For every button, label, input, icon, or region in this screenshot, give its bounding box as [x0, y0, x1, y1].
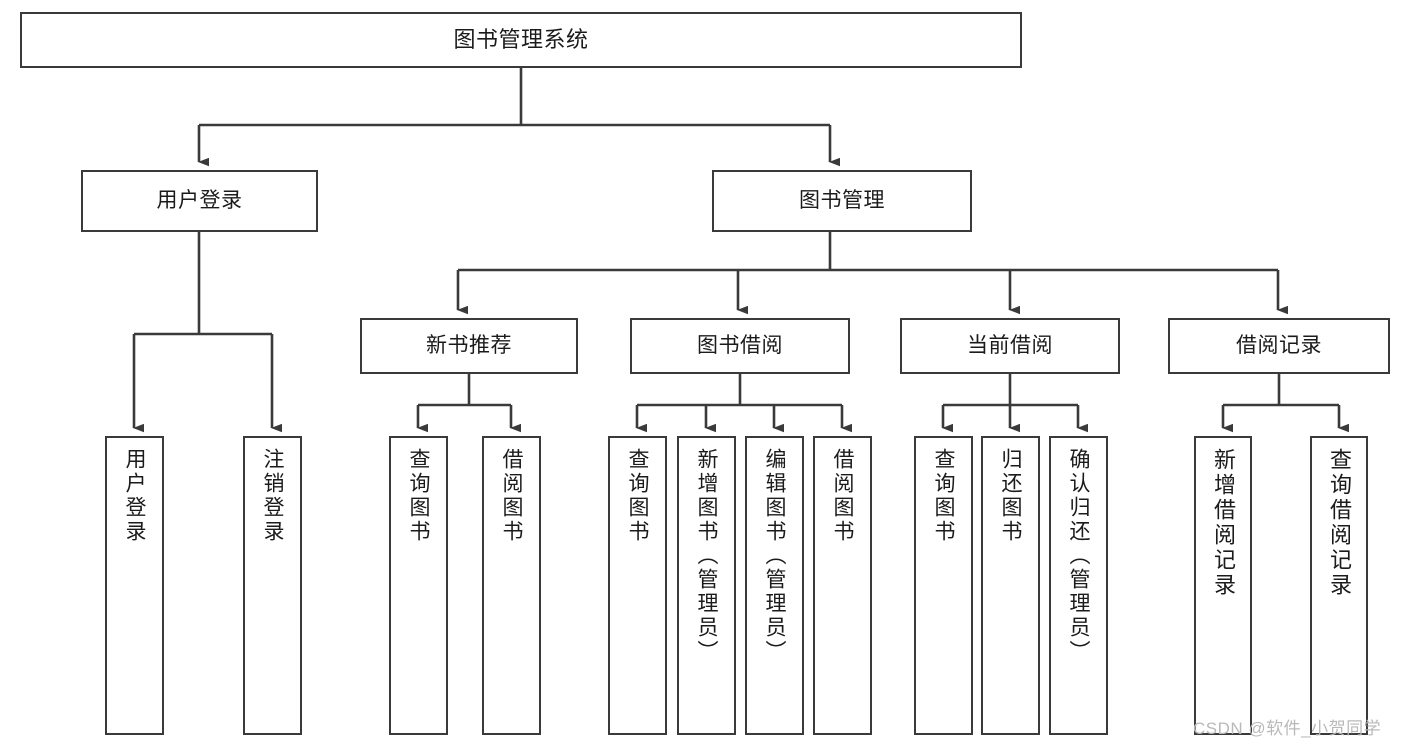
leaf-node-add-book-admin[interactable]: 新增图书（管理员） [677, 436, 736, 735]
node-label: 确认归还（管理员） [1067, 448, 1090, 664]
node-book-management[interactable]: 图书管理 [712, 170, 972, 232]
node-label: 查询图书 [407, 448, 430, 544]
node-new-book-recommendation[interactable]: 新书推荐 [360, 318, 578, 374]
node-label: 归还图书 [999, 448, 1022, 544]
leaf-node-query-book-current[interactable]: 查询图书 [914, 436, 973, 735]
leaf-node-borrow-book-new[interactable]: 借阅图书 [482, 436, 541, 735]
leaf-node-add-borrow-record[interactable]: 新增借阅记录 [1194, 436, 1252, 735]
node-label: 注销登录 [261, 448, 284, 544]
node-label: 图书管理系统 [453, 27, 589, 53]
node-label: 当前借阅 [967, 333, 1053, 357]
node-label: 借阅图书 [831, 448, 854, 544]
leaf-node-edit-book-admin[interactable]: 编辑图书（管理员） [745, 436, 804, 735]
node-label: 新增图书（管理员） [695, 448, 718, 664]
node-label: 用户登录 [156, 188, 243, 212]
leaf-node-borrow-book[interactable]: 借阅图书 [813, 436, 872, 735]
node-label: 借阅记录 [1236, 333, 1322, 357]
leaf-node-confirm-return-admin[interactable]: 确认归还（管理员） [1049, 436, 1108, 735]
node-label: 查询图书 [932, 448, 955, 544]
node-label: 新书推荐 [426, 333, 512, 357]
node-label: 图书管理 [799, 188, 885, 212]
node-label: 借阅图书 [500, 448, 523, 544]
node-label: 图书借阅 [697, 333, 783, 357]
leaf-node-query-book-borrow[interactable]: 查询图书 [608, 436, 667, 735]
leaf-node-query-borrow-record[interactable]: 查询借阅记录 [1310, 436, 1368, 735]
node-current-borrowing[interactable]: 当前借阅 [900, 318, 1120, 374]
leaf-node-user-logout[interactable]: 注销登录 [243, 436, 302, 735]
node-borrowing-record[interactable]: 借阅记录 [1168, 318, 1390, 374]
leaf-node-query-book-new[interactable]: 查询图书 [389, 436, 448, 735]
node-label: 用户登录 [123, 448, 146, 544]
leaf-node-user-login[interactable]: 用户登录 [105, 436, 164, 735]
node-label: 编辑图书（管理员） [763, 448, 786, 664]
leaf-node-return-book[interactable]: 归还图书 [981, 436, 1040, 735]
node-label: 查询图书 [626, 448, 649, 544]
node-label: 新增借阅记录 [1211, 448, 1236, 598]
node-user-login[interactable]: 用户登录 [81, 170, 318, 232]
node-label: 查询借阅记录 [1327, 448, 1352, 598]
node-book-borrowing[interactable]: 图书借阅 [630, 318, 850, 374]
node-root-system[interactable]: 图书管理系统 [20, 12, 1022, 68]
